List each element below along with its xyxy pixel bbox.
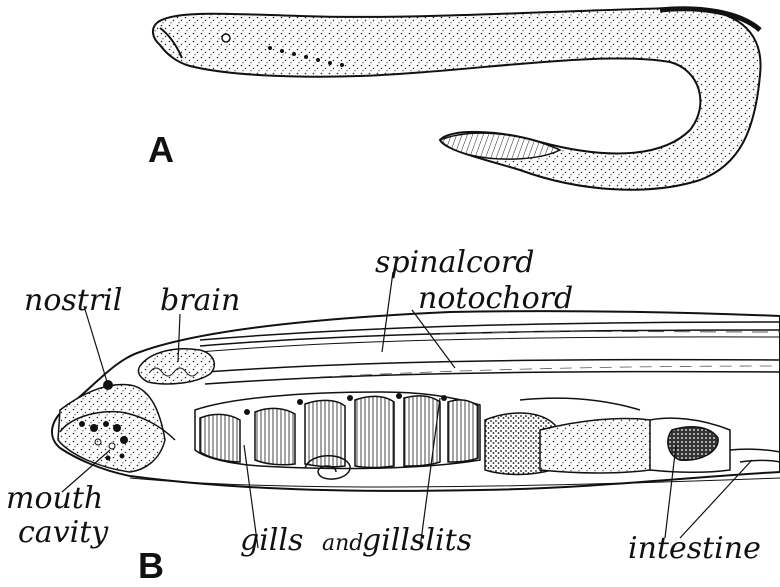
- label-nostril: nostril: [24, 283, 122, 318]
- label-notochord: notochord: [418, 281, 573, 316]
- lamprey-body-illustration: [153, 8, 761, 190]
- label-and: and: [322, 531, 363, 556]
- panel-label-a: A: [148, 129, 174, 170]
- eye: [222, 34, 230, 42]
- label-gills: gills: [240, 523, 303, 558]
- label-spinal-cord: spinalcord: [375, 245, 534, 280]
- label-gillslits: gillslits: [362, 523, 472, 558]
- label-mouth: mouth: [6, 481, 103, 516]
- label-intestine: intestine: [628, 531, 761, 566]
- label-cavity: cavity: [18, 515, 109, 550]
- label-brain: brain: [160, 283, 240, 318]
- panel-label-b: B: [138, 545, 164, 582]
